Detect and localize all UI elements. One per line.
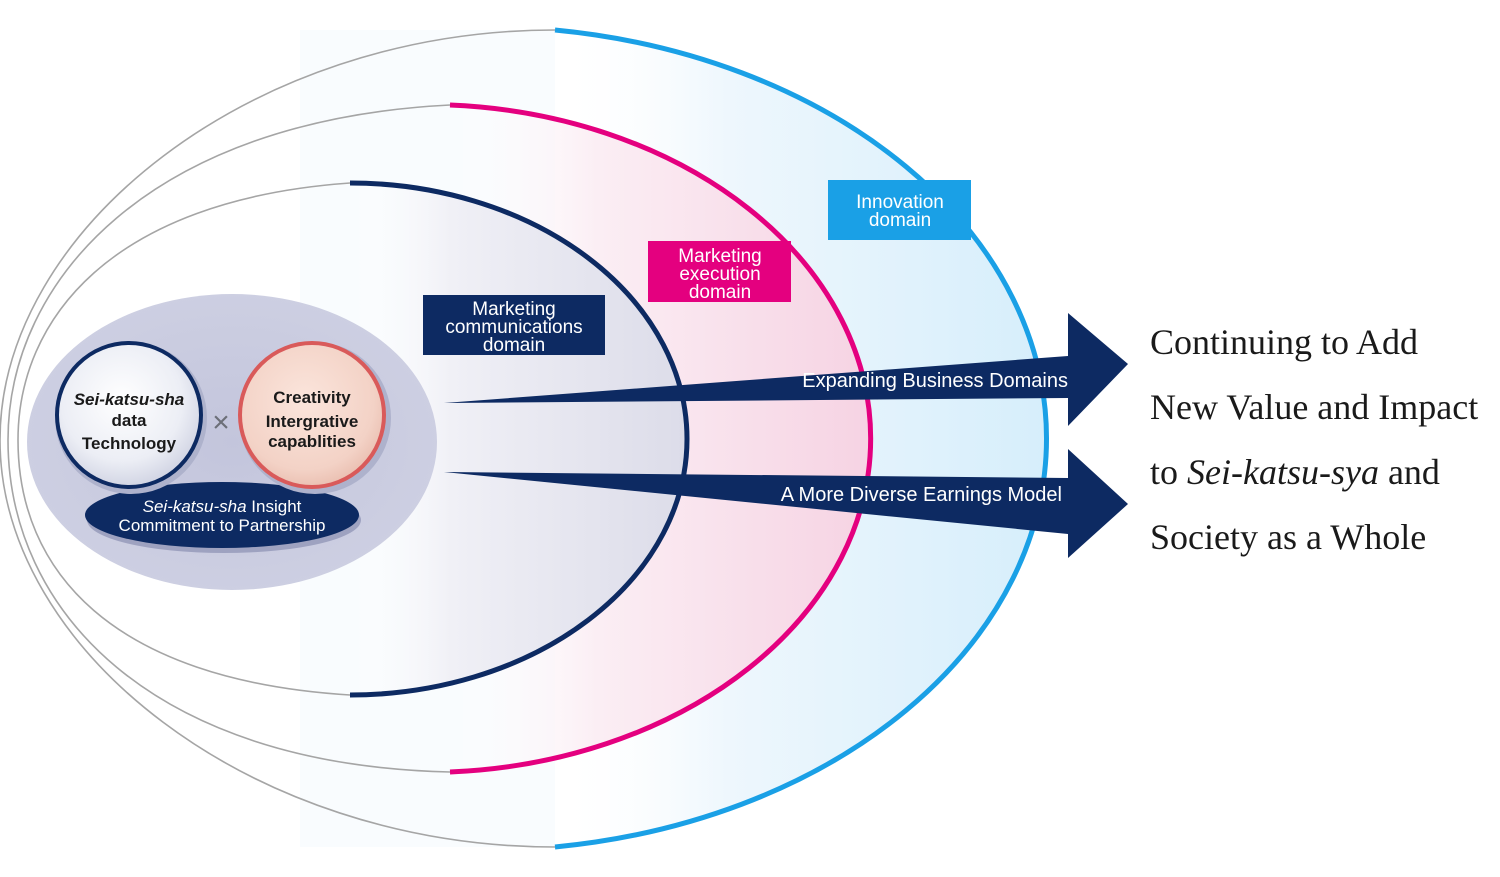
base-line1-italic: Sei-katsu-sha — [143, 497, 247, 516]
right-circle-line2: Intergrative — [266, 412, 359, 431]
headline-line3: to Sei-katsu-sya and — [1150, 452, 1440, 492]
innovation-domain-label: Innovation domain — [828, 180, 971, 240]
left-circle-line1: Sei-katsu-sha — [74, 390, 185, 409]
lower-arrow-label: A More Diverse Earnings Model — [781, 484, 1062, 506]
right-circle — [238, 341, 386, 489]
execution-domain-label: Marketing execution domain — [648, 241, 791, 303]
innovation-label-line2: domain — [869, 210, 931, 231]
base-oval — [85, 482, 359, 548]
execution-label-line1: Marketing — [678, 246, 761, 267]
outer-contour-3 — [17, 182, 351, 696]
headline-line3-pre: to — [1150, 452, 1187, 492]
headline-line2: New Value and Impact — [1150, 387, 1478, 427]
outer-contour-2 — [7, 104, 451, 773]
right-circle-line1: Creativity — [273, 388, 351, 407]
left-circle — [55, 341, 203, 489]
headline-line3-post: and — [1379, 452, 1440, 492]
times-icon: × — [212, 406, 230, 439]
lower-arrow — [444, 449, 1128, 558]
communications-domain-label: Marketing communications domain — [423, 295, 605, 356]
left-circle-line3: Technology — [82, 434, 177, 453]
headline-line3-italic: Sei-katsu-sya — [1187, 452, 1379, 492]
execution-arc — [449, 102, 874, 775]
communications-arc — [349, 180, 690, 698]
innovation-label-line1: Innovation — [856, 192, 944, 213]
headline-line4: Society as a Whole — [1150, 517, 1426, 557]
base-line1: Sei-katsu-sha Insight — [143, 497, 302, 516]
innovation-arc — [554, 27, 1049, 850]
upper-arrow — [444, 313, 1128, 426]
execution-label-line3: domain — [689, 282, 751, 303]
communications-label-line2: communications — [445, 317, 582, 338]
communications-label-line3: domain — [483, 335, 545, 356]
headline-line1: Continuing to Add — [1150, 322, 1418, 362]
right-circle-line3: capablities — [268, 432, 356, 451]
upper-arrow-label: Expanding Business Domains — [802, 370, 1068, 392]
base-line2: Commitment to Partnership — [119, 516, 326, 535]
communications-label-line1: Marketing — [472, 299, 555, 320]
base-line1-rest: Insight — [247, 497, 302, 516]
outer-contour-1 — [0, 29, 556, 848]
left-circle-line2: data — [112, 411, 148, 430]
execution-label-line2: execution — [679, 264, 760, 285]
